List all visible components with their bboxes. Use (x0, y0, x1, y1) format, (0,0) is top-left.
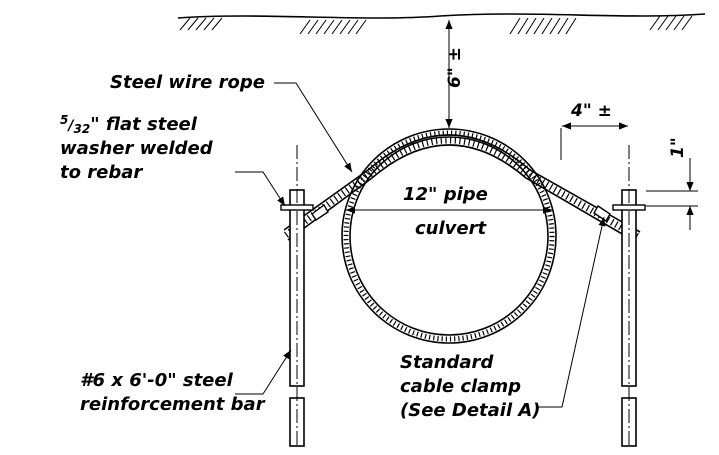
clamp-line-1: Standard (400, 352, 494, 373)
washer-line-1: 5/32" flat steel (60, 113, 198, 136)
ground-surface (177, 13, 706, 35)
cover-depth-dimension: 6" ± (445, 20, 465, 128)
left-washer (280, 204, 314, 211)
right-cable-clamp (593, 205, 611, 222)
washer-line-3: to rebar (60, 162, 143, 183)
steel-wire-rope (283, 134, 641, 243)
pipe-diameter-dimension: 12" pipe culvert (346, 184, 552, 239)
left-cable-clamp (311, 203, 329, 221)
rebar-line-1: #6 x 6'-0" steel (80, 370, 234, 391)
rebar-line-2: reinforcement bar (80, 394, 266, 415)
right-washer (612, 204, 646, 211)
clamp-line-3: (See Detail A) (400, 400, 541, 421)
washer-callout: 5/32" flat steel washer welded to rebar (60, 113, 214, 183)
cover-depth-label: 6" ± (445, 47, 465, 88)
washer-gap-label: 1" (668, 137, 688, 158)
leader-lines (235, 82, 606, 408)
right-rebar (593, 145, 646, 448)
rebar-callout: #6 x 6'-0" steel reinforcement bar (80, 370, 266, 415)
pipe-size-label: 12" pipe (403, 184, 488, 205)
pipe-type-label: culvert (415, 218, 487, 239)
washer-gap-dimension: 1" (646, 137, 698, 230)
offset-dimension: 4" ± (560, 101, 628, 160)
clamp-callout: Standard cable clamp (See Detail A) (400, 352, 541, 421)
clamp-line-2: cable clamp (400, 376, 521, 397)
washer-line-2: washer welded (60, 138, 214, 159)
left-rebar (280, 145, 329, 448)
offset-label: 4" ± (570, 101, 612, 121)
wire-rope-label: Steel wire rope (110, 72, 265, 93)
pipe-culvert (341, 128, 557, 344)
